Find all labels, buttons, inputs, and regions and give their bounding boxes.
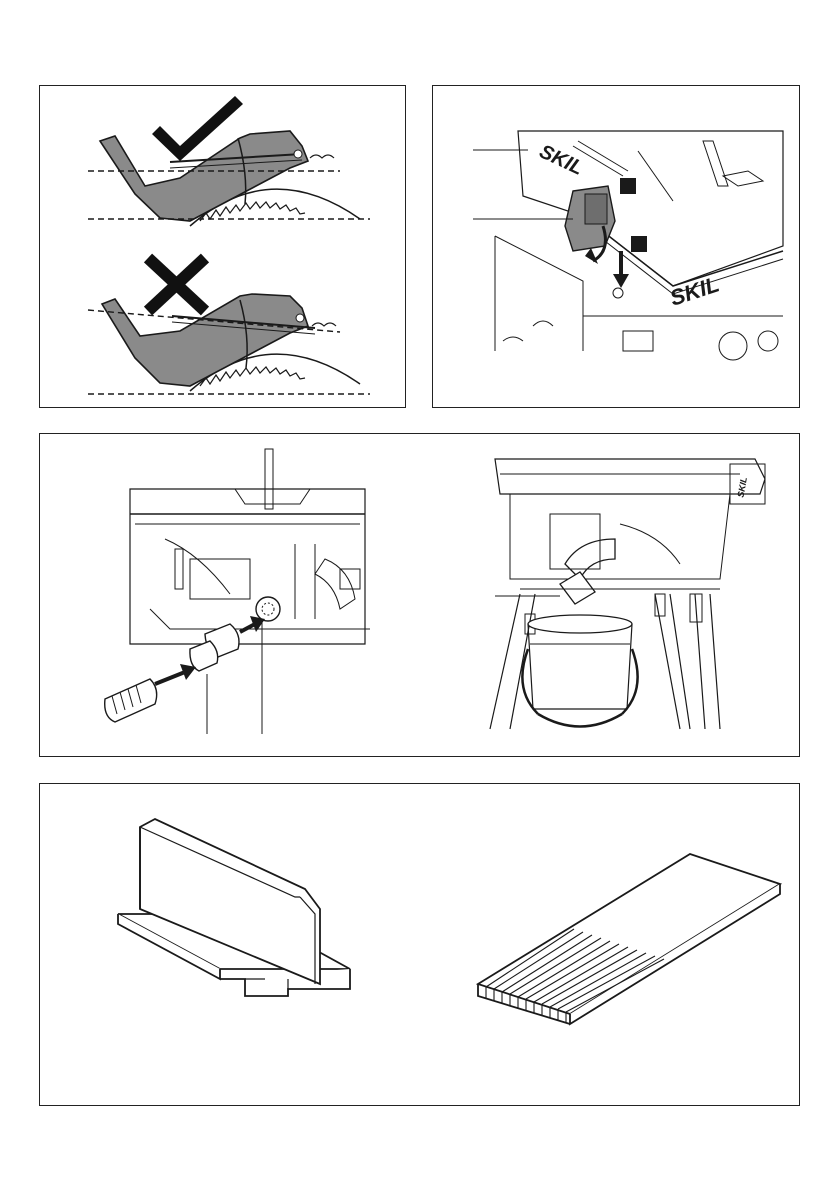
saw-body-left (105, 449, 370, 734)
incorrect-position-figure (88, 258, 370, 394)
saw-stand-right: SKIL (490, 459, 765, 729)
table-saw-guard-illustration: SKIL SKIL (433, 86, 801, 409)
dust-extraction-illustration: SKIL (40, 434, 801, 758)
panel-blade-guard-mounting: SKIL SKIL (432, 85, 800, 408)
panel-dust-extraction: SKIL (39, 433, 800, 757)
riving-knife-illustration (40, 86, 407, 409)
push-stick-board (478, 854, 780, 1024)
push-accessories-illustration (40, 784, 801, 1107)
panel-riving-knife-height (39, 85, 406, 408)
cross-mark-icon (148, 258, 205, 311)
brand-logo-text-3: SKIL (736, 476, 749, 498)
correct-position-figure (88, 96, 370, 226)
panel-push-accessories (39, 783, 800, 1106)
push-block (118, 819, 350, 996)
step-box-a (620, 178, 636, 194)
step-box-b (631, 236, 647, 252)
